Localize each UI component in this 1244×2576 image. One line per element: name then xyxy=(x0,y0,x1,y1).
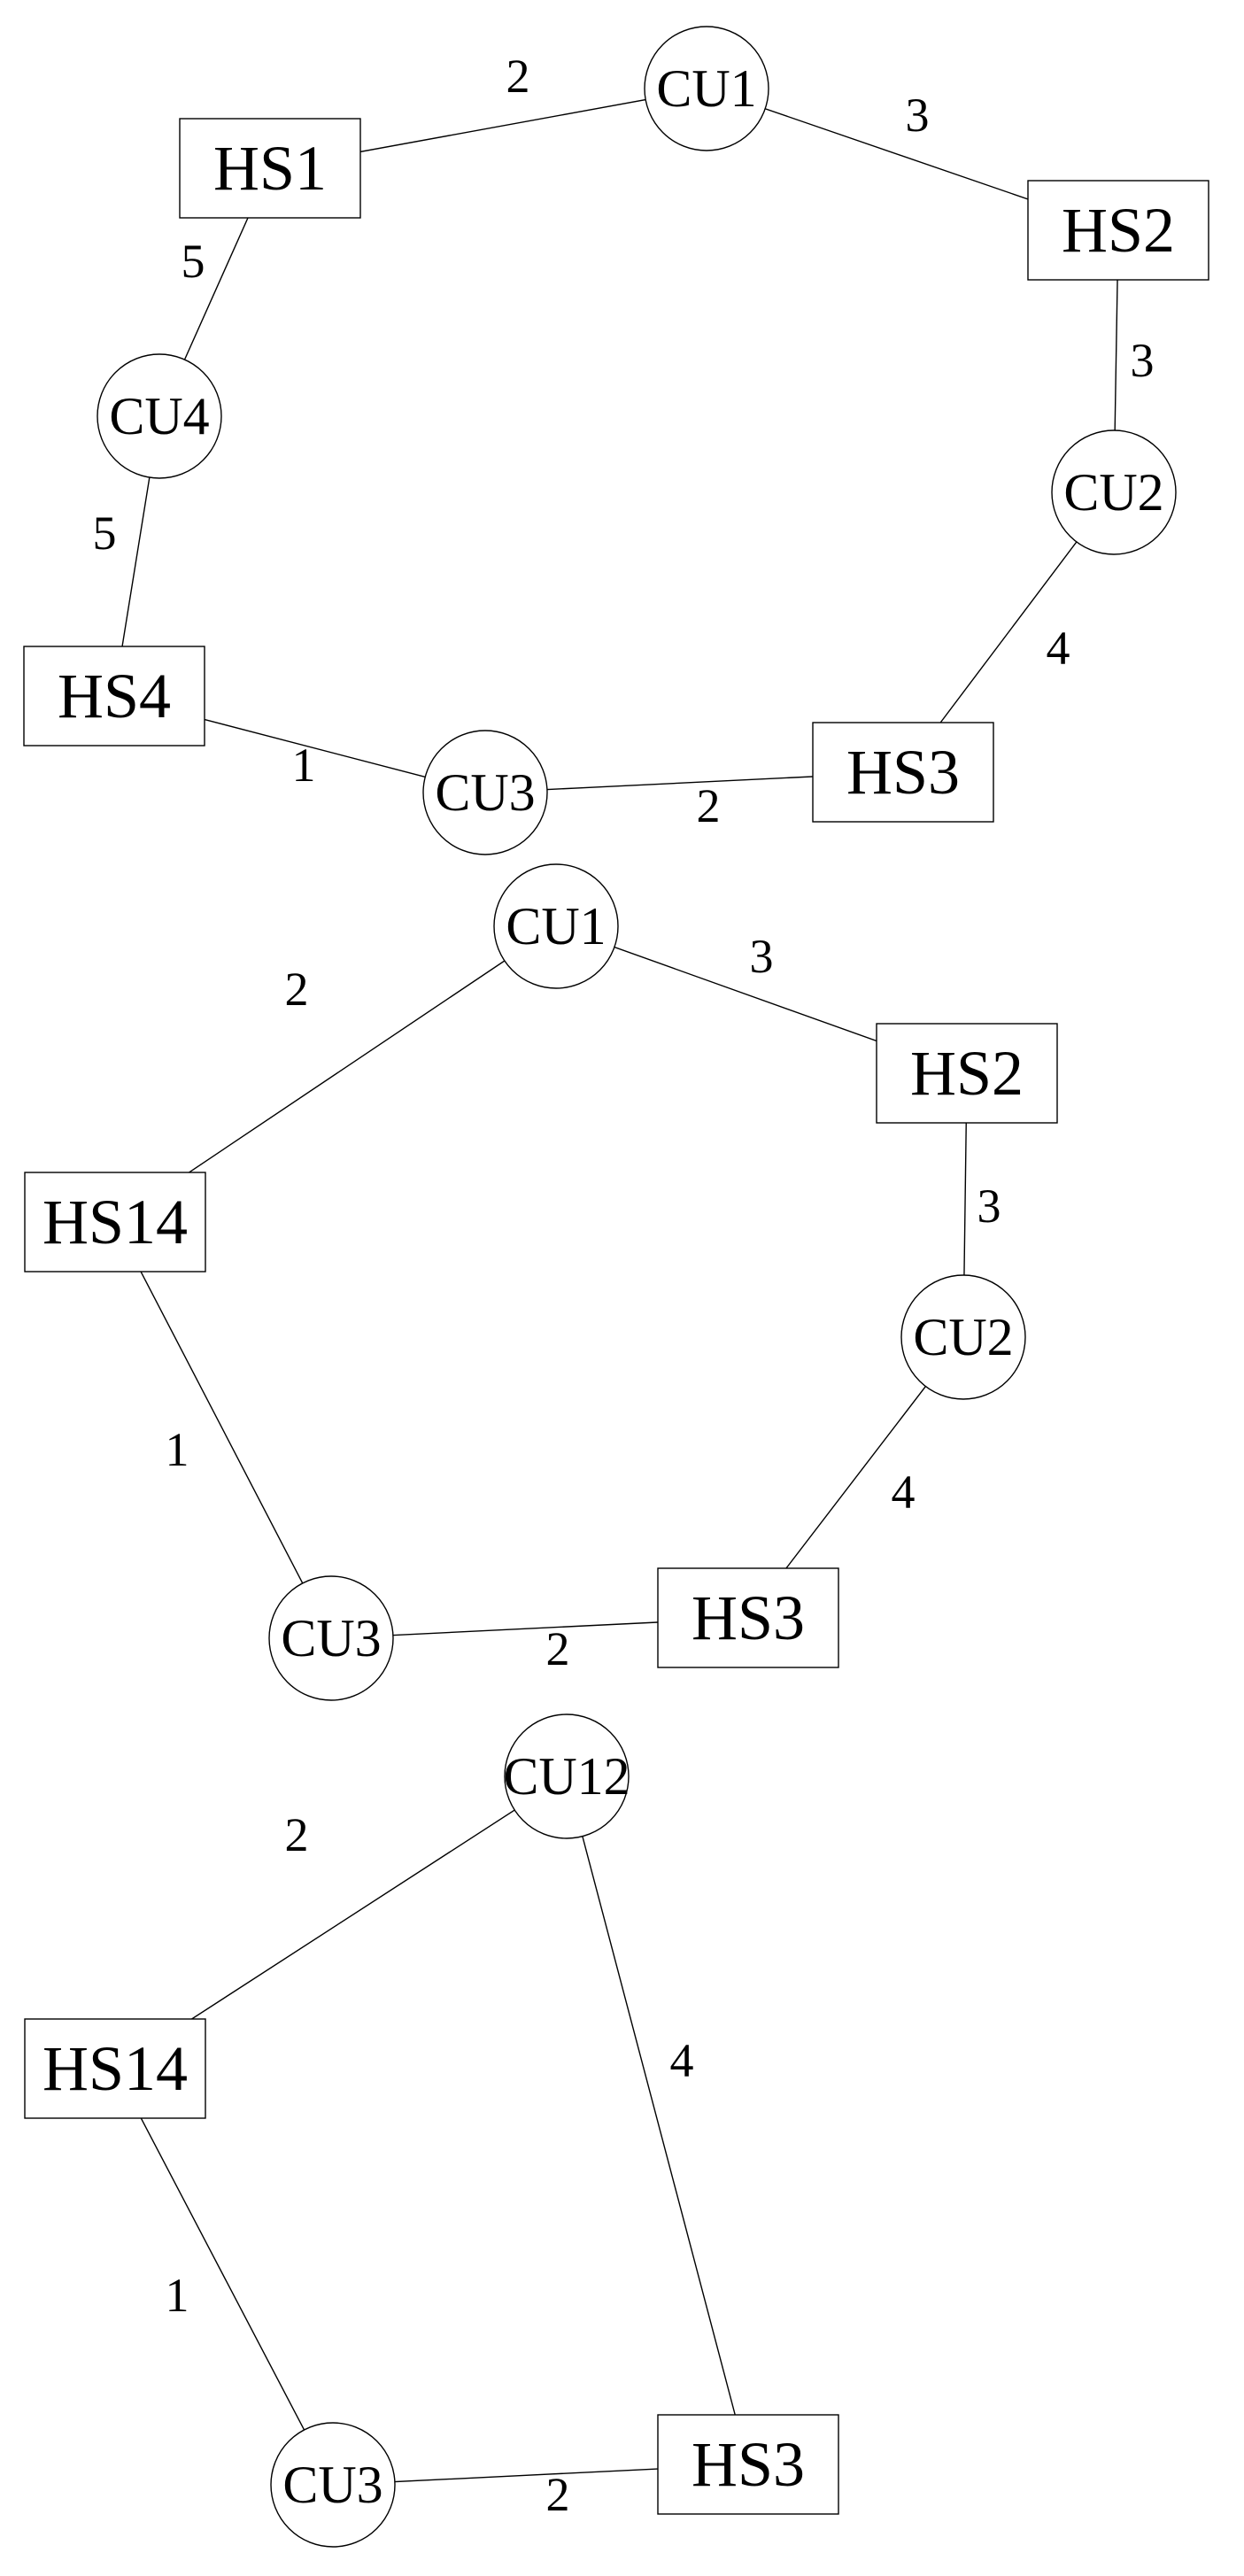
node-cu4: CU4 xyxy=(97,353,222,479)
edge-cu12-hs3 xyxy=(566,1775,749,2465)
edge-weight-label: 2 xyxy=(546,1622,570,1675)
edge-weight-label: 5 xyxy=(93,507,117,560)
edge-weight-label: 1 xyxy=(166,1423,189,1476)
node-label: HS1 xyxy=(213,133,327,204)
edge-weight-label: 2 xyxy=(285,963,309,1016)
node-circle xyxy=(644,26,769,151)
node-cu3: CU3 xyxy=(268,1575,394,1701)
node-label: HS2 xyxy=(910,1038,1024,1109)
node-circle xyxy=(268,1575,394,1701)
edge-weight-label: 2 xyxy=(546,2468,570,2521)
node-label: CU3 xyxy=(282,2456,382,2514)
node-label: HS3 xyxy=(846,737,960,808)
node-circle xyxy=(422,730,548,855)
node-box xyxy=(812,722,994,823)
edge-weight-label: 2 xyxy=(506,50,530,103)
edge-cu3-hs14 xyxy=(114,1221,332,1639)
node-label: CU3 xyxy=(281,1609,381,1667)
node-label: HS3 xyxy=(692,1582,805,1653)
node-label: CU4 xyxy=(109,387,209,445)
edge-weight-label: 2 xyxy=(697,779,721,832)
node-box xyxy=(1027,180,1209,281)
node-hs14: HS14 xyxy=(24,1172,206,1273)
node-cu3: CU3 xyxy=(422,730,548,855)
edge-weight-label: 4 xyxy=(1047,622,1070,675)
node-hs3: HS3 xyxy=(812,722,994,823)
node-hs2: HS2 xyxy=(1027,180,1209,281)
node-cu1: CU1 xyxy=(493,863,619,989)
node-box xyxy=(179,118,361,219)
edge-weight-label: 2 xyxy=(285,1808,309,1861)
node-label: HS2 xyxy=(1062,195,1175,266)
node-circle xyxy=(97,353,222,479)
edge-weight-label: 3 xyxy=(750,930,774,983)
node-hs2: HS2 xyxy=(876,1023,1058,1124)
node-box xyxy=(876,1023,1058,1124)
node-hs3: HS3 xyxy=(657,1567,839,1668)
node-label: HS14 xyxy=(42,2033,188,2104)
node-circle xyxy=(504,1713,630,1839)
edge-weight-label: 4 xyxy=(670,2034,694,2087)
node-box xyxy=(24,1172,206,1273)
node-label: CU2 xyxy=(913,1308,1013,1366)
edge-weight-label: 3 xyxy=(906,89,930,142)
node-label: HS3 xyxy=(692,2429,805,2500)
node-circle xyxy=(270,2422,396,2548)
node-box xyxy=(657,1567,839,1668)
node-hs14: HS14 xyxy=(24,2018,206,2119)
node-box xyxy=(23,646,205,746)
node-cu2: CU2 xyxy=(1051,429,1177,555)
node-cu2: CU2 xyxy=(900,1274,1026,1400)
node-label: CU2 xyxy=(1063,463,1163,522)
edge-weight-label: 5 xyxy=(182,235,205,288)
node-hs3: HS3 xyxy=(657,2414,839,2515)
node-cu3: CU3 xyxy=(270,2422,396,2548)
node-box xyxy=(657,2414,839,2515)
node-cu1: CU1 xyxy=(644,26,769,151)
node-label: CU12 xyxy=(503,1747,630,1806)
node-label: CU1 xyxy=(506,897,606,955)
node-label: CU3 xyxy=(435,763,535,822)
node-label: HS14 xyxy=(42,1187,188,1257)
node-box xyxy=(24,2018,206,2119)
node-cu12: CU12 xyxy=(503,1713,630,1839)
node-circle xyxy=(1051,429,1177,555)
edge-weight-label: 3 xyxy=(977,1180,1001,1233)
edge-weight-label: 4 xyxy=(892,1466,916,1519)
node-hs4: HS4 xyxy=(23,646,205,746)
node-label: HS4 xyxy=(58,661,171,731)
edge-cu3-hs14 xyxy=(114,2068,334,2486)
edge-weight-label: 1 xyxy=(292,739,316,792)
node-hs1: HS1 xyxy=(179,118,361,219)
node-circle xyxy=(900,1274,1026,1400)
node-label: CU1 xyxy=(656,59,756,118)
node-circle xyxy=(493,863,619,989)
edge-weight-label: 1 xyxy=(166,2269,189,2322)
edge-weight-label: 3 xyxy=(1131,334,1155,387)
